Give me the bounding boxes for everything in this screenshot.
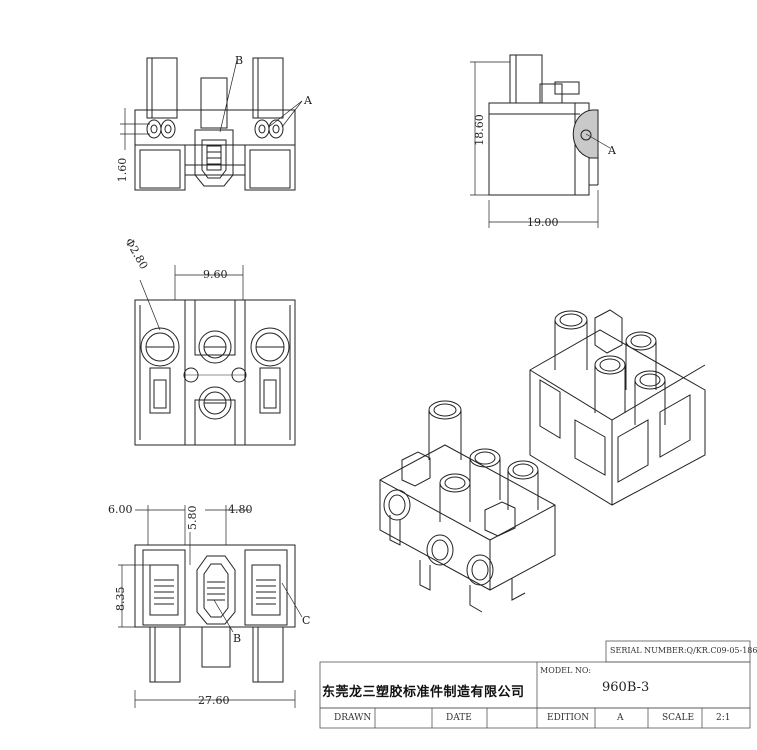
isometric-view-front [379,400,556,613]
dim-bottom-6: 6.00 [108,503,133,516]
bottom-view [118,505,303,708]
model-label: MODEL NO: [540,666,592,675]
side-view [470,54,611,228]
serial-number: SERIAL NUMBER:Q/KR.C09-05-186 [610,646,757,655]
dim-bottom-5-8: 5.80 [186,506,199,531]
top-view [134,265,296,446]
date-label: DATE [446,713,472,723]
edition-value: A [617,713,624,723]
dim-front-height: 1.60 [116,158,129,183]
dim-side-width: 19.00 [527,216,559,229]
model-number: 960B-3 [602,680,650,695]
dim-pitch: 9.60 [203,268,228,281]
callout-b-top: B [235,54,243,67]
dim-hole-diameter: Φ2.80 [122,236,150,272]
callout-b-bottom: B [233,632,241,645]
drawn-label: DRAWN [334,713,372,723]
front-view [120,57,303,191]
edition-label: EDITION [547,713,590,723]
callout-a-front: A [303,94,313,107]
callout-c: C [302,614,310,627]
dim-bottom-8-35: 8.35 [114,587,127,612]
company-name: 东莞龙三塑胶标准件制造有限公司 [322,685,525,700]
dim-side-height: 18.60 [473,114,486,146]
dim-bottom-4-8: 4.80 [228,503,253,516]
scale-label: SCALE [662,713,695,723]
serial-value: Q/KR.C09-05-186 [686,646,757,655]
isometric-view-rear [529,309,706,506]
callout-a-side: A [607,144,617,157]
scale-value: 2:1 [716,713,731,723]
title-block [319,640,751,729]
serial-label: SERIAL NUMBER: [610,646,687,655]
dim-overall-width: 27.60 [198,694,230,707]
